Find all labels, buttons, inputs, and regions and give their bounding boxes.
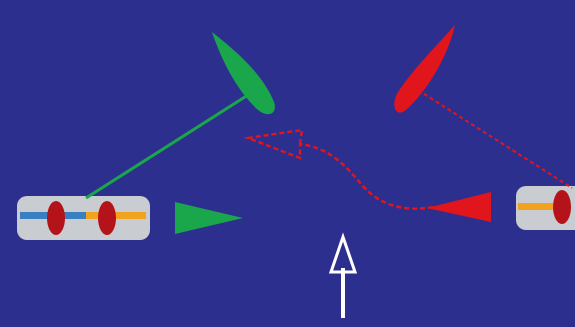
left-car-stripe-orange bbox=[86, 212, 146, 219]
left-car bbox=[17, 196, 150, 240]
red-triangle-arrow-icon bbox=[427, 192, 491, 222]
right-car bbox=[516, 186, 575, 230]
right-car-stripe-orange bbox=[518, 203, 558, 210]
green-sail-shape bbox=[212, 32, 275, 115]
left-car-wheel-rear bbox=[47, 201, 65, 235]
left-car-wheel-front bbox=[98, 201, 116, 235]
red-sail-shape bbox=[394, 25, 455, 113]
green-tether-line bbox=[85, 93, 249, 200]
red-outline-arrow-icon bbox=[243, 128, 304, 160]
red-wavy-path bbox=[299, 142, 434, 210]
green-triangle-arrow-icon bbox=[175, 202, 243, 234]
white-up-arrow-icon bbox=[328, 232, 358, 318]
right-car-wheel bbox=[553, 190, 571, 224]
red-tether-line bbox=[417, 89, 573, 189]
